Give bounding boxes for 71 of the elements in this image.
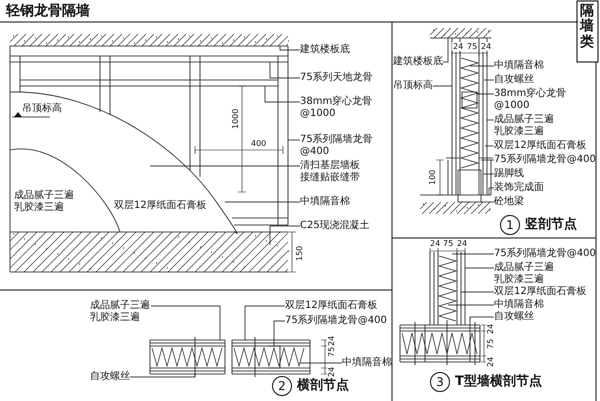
dimension-value: 100	[428, 168, 437, 186]
annotation-label: 中填隔音棉	[494, 60, 544, 72]
dimension-value: 24	[452, 42, 464, 51]
annotation-label: 踢脚线	[494, 168, 524, 180]
dimension-value: 400	[250, 139, 268, 148]
annotation-label: 38mm穿心龙骨@1000	[494, 88, 594, 112]
dimension-value: 75	[466, 42, 478, 51]
detail-title: 竖剖节点	[525, 217, 577, 233]
annotation-label: 吊顶标高	[22, 103, 62, 115]
detail-title: 横剖节点	[297, 378, 349, 394]
leader-line	[448, 304, 494, 306]
dimension-value: 75	[327, 346, 336, 358]
detail-number-marker: 1	[500, 215, 520, 235]
annotation-label: 双层12厚纸面石膏板	[494, 286, 587, 298]
dimension-value: 24	[327, 366, 336, 378]
annotation-label: 中填隔音棉	[300, 196, 350, 208]
annotation-label: 建筑楼板底	[393, 56, 443, 68]
dimension-value: 150	[295, 244, 304, 262]
dimension-value: 24	[480, 42, 492, 51]
annotation-label: 中填隔音棉	[494, 299, 544, 311]
category-label: 隔墙类	[580, 4, 594, 50]
annotation-label: 38mm穿心龙骨@1000	[300, 96, 390, 120]
leader-line	[270, 226, 300, 246]
dimension-value: 24	[327, 334, 336, 347]
annotation-label: 砼地梁	[494, 196, 524, 208]
horizontal-section-drawing	[150, 336, 310, 378]
annotation-label: 装饰完成面	[494, 182, 544, 194]
dimension-value: 24	[456, 239, 468, 248]
annotation-label: 双层12厚纸面石膏板	[114, 200, 207, 212]
annotation-label: C25现浇混凝土	[300, 220, 390, 232]
leader-line	[274, 320, 286, 346]
annotation-label: 双层12厚纸面石膏板	[494, 140, 587, 152]
drawing-title: 轻钢龙骨隔墙	[6, 3, 90, 20]
annotation-label: 75系列隔墙龙骨@400	[494, 154, 596, 166]
dimension-value: 24	[429, 239, 442, 248]
annotation-label: 75系列隔墙龙骨@400	[285, 315, 387, 327]
t-wall-section-drawing	[400, 252, 480, 366]
leader-line	[470, 316, 494, 326]
dimension-value: 1000	[231, 108, 240, 130]
wall-elevation-drawing	[10, 34, 290, 272]
annotation-label: 成品腻子三遍乳胶漆三遍	[90, 300, 151, 324]
dimension-value: 75	[442, 239, 454, 248]
leader-line	[280, 46, 300, 50]
leader-line	[244, 306, 286, 340]
annotation-label: 成品腻子三遍乳胶漆三遍	[14, 190, 75, 214]
leader-line	[442, 38, 448, 62]
annotation-label: 75系列天地龙骨	[300, 72, 390, 84]
annotation-label: 75系列隔墙龙骨@400	[300, 134, 390, 158]
annotation-label: 自攻螺丝	[494, 311, 534, 323]
leader-line	[270, 62, 300, 78]
annotation-label: 自攻螺丝	[90, 371, 130, 383]
annotation-label: 75系列隔墙龙骨@400	[494, 248, 596, 260]
detail-title: T型墙横剖节点	[455, 374, 542, 390]
annotation-label: 吊顶标高	[393, 80, 433, 92]
leader-line	[264, 86, 300, 102]
annotation-label: 清扫基层墙板接缝贴嵌缝带	[300, 160, 361, 184]
annotation-label: 双层12厚纸面石膏板	[285, 300, 378, 312]
leader-line	[130, 374, 196, 378]
leader-line	[150, 306, 220, 340]
annotation-label: 建筑楼板底	[300, 44, 350, 56]
detail-number-marker: 3	[430, 372, 450, 392]
annotation-label: 自攻螺丝	[494, 74, 534, 86]
leader-line	[488, 188, 494, 196]
dimension-value: 24	[486, 356, 495, 368]
dimension-value: 24	[486, 322, 495, 335]
leader-line	[300, 362, 342, 364]
detail-number-marker: 2	[272, 376, 292, 396]
annotation-label: 中填隔音棉	[342, 357, 392, 369]
dimension-value: 75	[486, 338, 495, 350]
annotation-label: 成品腻子三遍乳胶漆三遍	[494, 114, 555, 138]
annotation-label: 成品腻子三遍乳胶漆三遍	[494, 262, 555, 286]
